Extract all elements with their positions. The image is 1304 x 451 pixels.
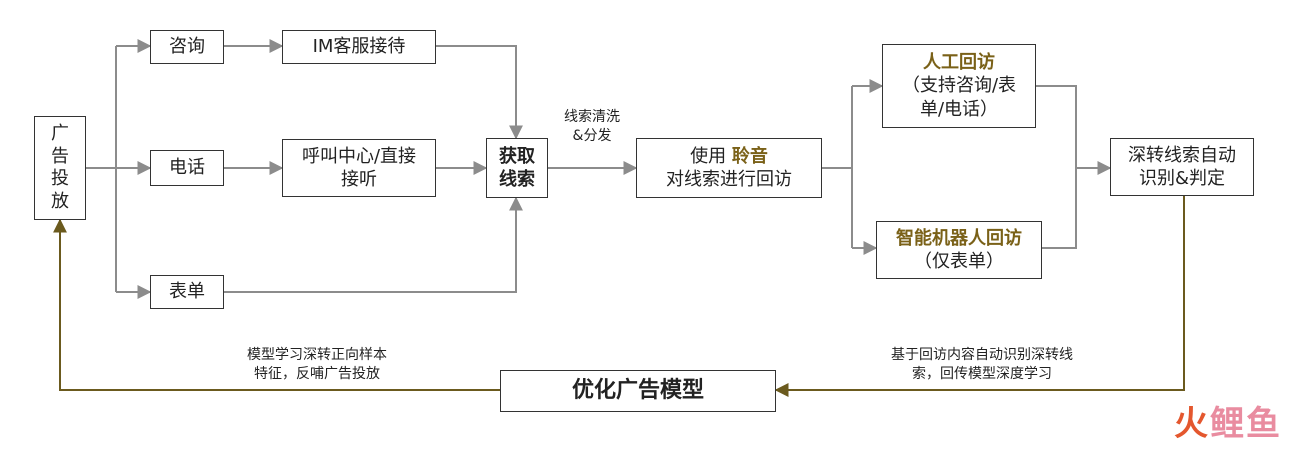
use-lingyin-line-1: 使用 聆音 (690, 145, 768, 168)
watermark-char-2: 鲤 (1210, 404, 1246, 444)
ad-placement-box: 广告投放 (34, 116, 86, 220)
call-center-box: 呼叫中心/直接 接听 (282, 139, 436, 197)
arrow-use-to-split (822, 86, 853, 248)
arrow-im-to-acquire (436, 45, 523, 140)
arrow-robot-to-deep (1042, 168, 1077, 249)
watermark-char-3: 鱼 (1246, 404, 1282, 444)
feedback-right-label: 基于回访内容自动识别深转线 索，回传模型深度学习 (862, 346, 1102, 384)
phone-box: 电话 (150, 150, 224, 186)
call-center-line-1: 呼叫中心/直接 (301, 145, 417, 167)
use-lingyin-line-2: 对线索进行回访 (666, 169, 792, 190)
im-service-label: IM客服接待 (312, 36, 406, 58)
acquire-leads-box: 获取 线索 (486, 138, 548, 198)
manual-callback-line-3: 单/电话） (919, 98, 999, 120)
deep-conversion-box: 深转线索自动 识别&判定 (1110, 138, 1254, 196)
robot-callback-box: 智能机器人回访 （仅表单） (876, 221, 1042, 279)
robot-callback-line-2: （仅表单） (914, 251, 1004, 272)
arrow-manual-to-deep (1036, 85, 1112, 175)
optimize-ad-model-box: 优化广告模型 (500, 370, 776, 412)
acquire-leads-line-1: 获取 (499, 145, 535, 167)
manual-callback-box: 人工回访 （支持咨询/表 单/电话） (882, 44, 1036, 128)
ad-placement-label: 广告投放 (51, 123, 69, 212)
consult-label: 咨询 (169, 36, 205, 58)
deep-conversion-line-1: 深转线索自动 (1128, 144, 1236, 166)
optimize-ad-model-label: 优化广告模型 (571, 377, 704, 403)
feedback-arrow-optimize-to-ad (53, 218, 500, 391)
call-center-line-2: 接听 (341, 169, 377, 190)
feedback-right-line-2: 索，回传模型深度学习 (912, 365, 1052, 382)
form-box: 表单 (150, 275, 224, 309)
consult-box: 咨询 (150, 30, 224, 64)
acquire-leads-line-2: 线索 (499, 169, 535, 190)
arrow-ad-to-channels (86, 46, 117, 292)
use-prefix: 使用 (690, 145, 732, 167)
clean-distribute-label: 线索清洗 &分发 (552, 108, 632, 146)
feedback-left-line-1: 模型学习深转正向样本 (247, 347, 387, 363)
im-service-box: IM客服接待 (282, 30, 436, 64)
manual-callback-title: 人工回访 (923, 51, 995, 73)
robot-callback-title: 智能机器人回访 (896, 227, 1022, 249)
feedback-arrow-deep-to-optimize (774, 196, 1185, 397)
feedback-left-label: 模型学习深转正向样本 特征，反哺广告投放 (212, 346, 422, 384)
form-label: 表单 (169, 281, 205, 303)
deep-conversion-line-2: 识别&判定 (1138, 168, 1226, 189)
watermark-logo: 火鲤鱼 (1174, 396, 1282, 445)
arrow-form-to-acquire (224, 196, 523, 293)
clean-line-1: 线索清洗 (564, 109, 620, 125)
feedback-left-line-2: 特征，反哺广告投放 (254, 365, 380, 382)
clean-line-2: &分发 (572, 127, 612, 144)
feedback-right-line-1: 基于回访内容自动识别深转线 (891, 347, 1073, 363)
phone-label: 电话 (169, 157, 205, 179)
manual-callback-line-2: （支持咨询/表 (901, 75, 1017, 97)
brand-name: 聆音 (731, 145, 768, 167)
watermark-char-1: 火 (1174, 404, 1210, 444)
use-lingyin-box: 使用 聆音 对线索进行回访 (636, 138, 822, 198)
